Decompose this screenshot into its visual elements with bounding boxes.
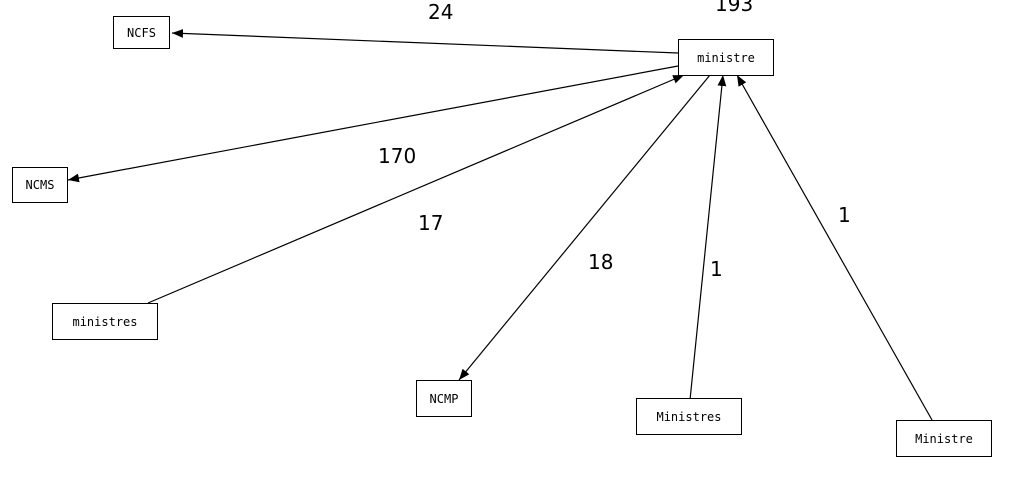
edge-label-ministres-cap-ministre: 1 (710, 257, 723, 281)
edge-ministre-cap-to-ministre (736, 74, 933, 421)
node-ministres-lower[interactable]: ministres (52, 303, 158, 340)
edge-label-ministres-ministre: 17 (418, 211, 444, 235)
edge-ministres-cap-to-ministre (689, 74, 727, 401)
edge-label-ministre-cap-ministre: 1 (838, 203, 851, 227)
edge-ministre-to-ncms (67, 65, 679, 183)
node-ncms[interactable]: NCMS (12, 167, 68, 203)
node-ncfs[interactable]: NCFS (113, 16, 170, 49)
node-ministre-hub[interactable]: ministre (678, 39, 774, 76)
node-ministres-cap[interactable]: Ministres (636, 398, 742, 435)
edge-ministres-to-ministre (147, 74, 685, 304)
node-ncmp[interactable]: NCMP (416, 380, 472, 417)
edge-label-ministre-ncfs: 24 (428, 0, 454, 24)
edge-label-top-partial: 193 (715, 0, 754, 16)
edge-ministre-to-ncfs (171, 29, 679, 54)
edge-label-ministre-ncms: 170 (378, 144, 417, 168)
edge-ministre-to-ncmp (458, 74, 711, 381)
edge-label-ministre-ncmp: 18 (588, 250, 614, 274)
node-ministre-cap[interactable]: Ministre (896, 420, 992, 457)
